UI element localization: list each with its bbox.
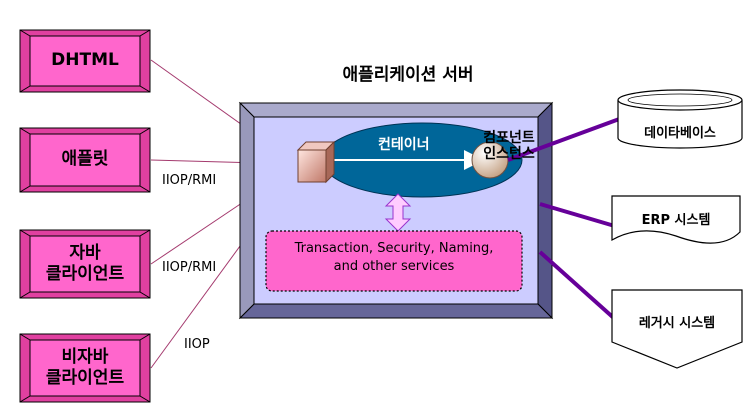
connector-line-database bbox=[507, 116, 623, 162]
protocol-label-2: IIOP/RMI bbox=[162, 260, 217, 275]
client-box-java-client bbox=[19, 229, 151, 299]
client-label-dhtml: DHTML bbox=[51, 50, 119, 71]
client-box-applet bbox=[19, 127, 151, 193]
connector-line-erp bbox=[539, 202, 619, 229]
protocol-label-1: IIOP/RMI bbox=[162, 173, 217, 188]
entry-cube-icon bbox=[296, 140, 336, 184]
component-instance-label: 컴포넌트 인스턴스 bbox=[483, 130, 535, 163]
client-box-dhtml bbox=[19, 29, 151, 93]
server-title: 애플리케이션 서버 bbox=[342, 65, 474, 85]
services-label: Transaction, Security, Naming, and other… bbox=[294, 241, 494, 274]
erp-system-label: ERP 시스템 bbox=[641, 213, 711, 228]
container-label: 컨테이너 bbox=[378, 137, 430, 153]
legacy-system-shape bbox=[611, 289, 743, 369]
client-label-java-client: 자바 클라이언트 bbox=[45, 242, 125, 284]
database-label: 데이타베이스 bbox=[644, 126, 716, 141]
client-box-nonjava-client bbox=[19, 333, 151, 403]
legacy-system-label: 레거시 시스템 bbox=[638, 316, 716, 331]
protocol-label-3: IIOP bbox=[184, 337, 210, 352]
connector-line-legacy bbox=[538, 250, 618, 322]
database-cylinder bbox=[617, 89, 743, 149]
client-label-nonjava-client: 비자바 클라이언트 bbox=[45, 346, 125, 388]
services-box bbox=[265, 230, 523, 292]
client-label-applet: 애플릿 bbox=[61, 149, 109, 170]
erp-system-shape bbox=[611, 195, 741, 244]
